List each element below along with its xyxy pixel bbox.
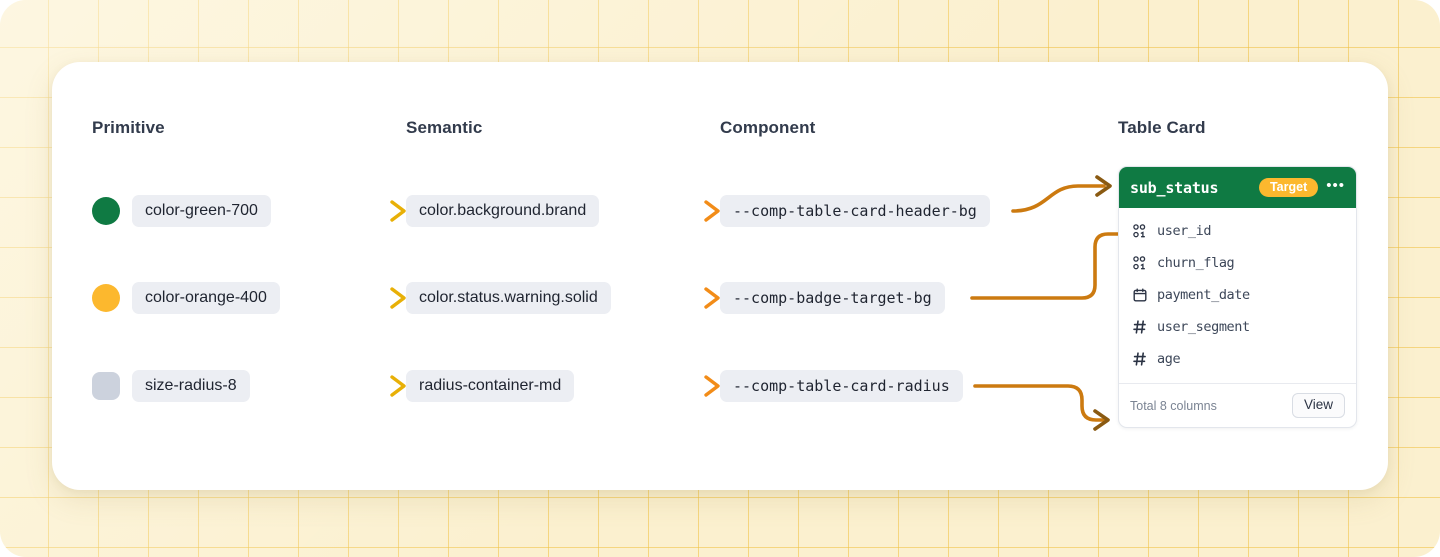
table-card-header: sub_status Target ••• [1119,167,1356,208]
chip-primitive-2[interactable]: color-orange-400 [132,282,280,314]
chip-primitive-1[interactable]: color-green-700 [132,195,271,227]
green-swatch [92,197,120,225]
chip-semantic-1[interactable]: color.background.brand [406,195,600,227]
table-card-title: sub_status [1130,178,1219,197]
list-item[interactable]: age [1119,343,1356,375]
overflow-menu-icon[interactable]: ••• [1326,176,1345,194]
list-item[interactable]: churn_flag [1119,247,1356,279]
chip-component-2[interactable]: --comp-badge-target-bg [720,282,945,314]
binary-icon [1131,223,1148,240]
column-heading-semantic: Semantic [406,118,483,137]
column-heading-table-card: Table Card [1118,118,1206,137]
table-card-column-list: user_id churn_flag [1119,208,1356,383]
chip-component-1[interactable]: --comp-table-card-header-bg [720,195,990,227]
chip-component-3[interactable]: --comp-table-card-radius [720,370,963,402]
list-item[interactable]: user_segment [1119,311,1356,343]
chip-semantic-3[interactable]: radius-container-md [406,370,575,402]
view-button[interactable]: View [1291,393,1345,418]
orange-swatch [92,284,120,312]
binary-icon [1131,255,1148,272]
column-name: churn_flag [1157,255,1235,271]
column-name: age [1157,351,1181,367]
column-count-label: Total 8 columns [1130,398,1217,413]
chip-primitive-3[interactable]: size-radius-8 [132,370,250,402]
hash-icon [1131,351,1148,368]
chip-semantic-2[interactable]: color.status.warning.solid [406,282,611,314]
column-name: user_segment [1157,319,1250,335]
column-heading-primitive: Primitive [92,118,165,137]
hash-icon [1131,319,1148,336]
list-item[interactable]: user_id [1119,215,1356,247]
list-item[interactable]: payment_date [1119,279,1356,311]
target-badge[interactable]: Target [1258,177,1319,198]
table-card[interactable]: sub_status Target ••• user_id [1118,166,1357,428]
column-name: payment_date [1157,287,1250,303]
calendar-icon [1131,287,1148,304]
column-heading-component: Component [720,118,816,137]
column-name: user_id [1157,223,1212,239]
table-card-footer: Total 8 columns View [1119,383,1356,427]
radius-swatch [92,372,120,400]
